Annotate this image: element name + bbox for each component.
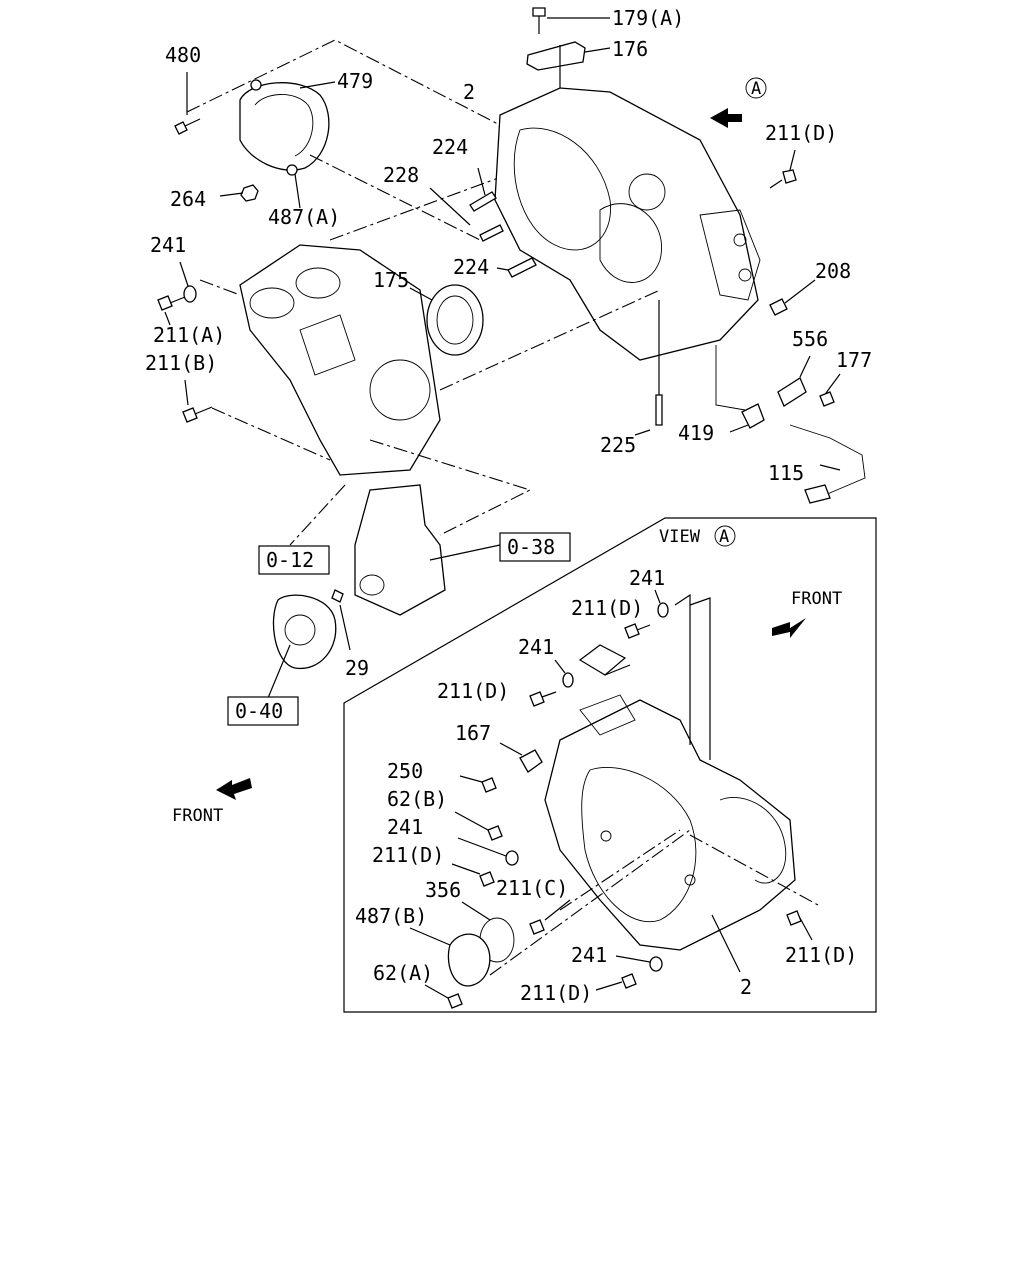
label-224-b: 224 [453, 255, 489, 279]
label-v211d-bottom: 211(D) [520, 981, 592, 1005]
label-view-circle: A [719, 527, 729, 547]
bolt-250-icon [459, 775, 497, 793]
ref-box-0-38 [499, 532, 571, 562]
stud-228-icon [429, 187, 504, 242]
label-front-right: FRONT [791, 589, 842, 609]
bolt-211d-top-icon [769, 149, 797, 189]
label-2-top: 2 [463, 80, 475, 104]
harness-115-icon [789, 424, 866, 504]
washer-241-b-icon [554, 659, 574, 688]
engine-block-icon [239, 244, 441, 476]
label-v241-b: 241 [518, 635, 554, 659]
bolt-62a-icon [424, 984, 463, 1009]
bolt-211d-c-icon [451, 863, 495, 887]
sensor-419-icon [715, 345, 765, 433]
label-v211d-c: 211(D) [372, 843, 444, 867]
label-ref-0-12: 0-12 [266, 548, 314, 572]
label-v241-d: 241 [571, 943, 607, 967]
arrow-view-a-icon [710, 77, 767, 128]
label-v62a: 62(A) [373, 961, 433, 985]
stud-224-a-icon [469, 167, 497, 212]
bracket-556-icon [777, 355, 811, 407]
bolt-211c-icon [529, 899, 571, 935]
label-v241-c: 241 [387, 815, 423, 839]
bolt-62b-icon [454, 811, 503, 841]
gear-0-40-icon [267, 589, 351, 699]
label-175: 175 [373, 268, 409, 292]
label-211a: 211(A) [153, 323, 225, 347]
label-176: 176 [612, 37, 648, 61]
label-419: 419 [678, 421, 714, 445]
label-front-left: FRONT [172, 806, 223, 826]
label-225: 225 [600, 433, 636, 457]
washer-241-a-icon [654, 589, 669, 618]
front-arrow-left-icon [216, 778, 252, 800]
label-228: 228 [383, 163, 419, 187]
label-556: 556 [792, 327, 828, 351]
label-487a: 487(A) [268, 205, 340, 229]
bracket-176-icon [526, 41, 611, 71]
label-177: 177 [836, 348, 872, 372]
flywheel-housing-2-icon [494, 45, 761, 361]
ref-box-0-40 [227, 696, 299, 726]
label-v211d-b: 211(D) [437, 679, 509, 703]
label-224-a: 224 [432, 135, 468, 159]
washer-241-c-icon [457, 837, 519, 866]
nut-264-icon [219, 184, 259, 202]
cover-487b-icon [409, 927, 491, 987]
label-ref-0-38: 0-38 [507, 535, 555, 559]
bolt-480-icon [174, 72, 201, 135]
bolt-177-icon [819, 373, 841, 407]
cover-487a-icon [239, 79, 336, 209]
label-v211d-a: 211(D) [571, 596, 643, 620]
label-v211d-r: 211(D) [785, 943, 857, 967]
label-208: 208 [815, 259, 851, 283]
label-211b: 211(B) [145, 351, 217, 375]
bolt-211d-bottom-icon [595, 973, 637, 991]
label-v487b: 487(B) [355, 904, 427, 928]
bolt-211d-right-icon [786, 910, 813, 941]
oil-seal-175-icon [409, 284, 484, 356]
label-179a: 179(A) [612, 6, 684, 30]
label-v62b: 62(B) [387, 787, 447, 811]
view-circle-icon [714, 525, 736, 547]
label-v356: 356 [425, 878, 461, 902]
bolt-211d-b-icon [529, 691, 557, 707]
front-arrow-right-icon [772, 618, 806, 638]
bolt-211a-icon [157, 295, 186, 326]
label-v167: 167 [455, 721, 491, 745]
stud-225-icon [634, 300, 663, 436]
label-view-title: VIEW [659, 527, 701, 547]
label-29: 29 [345, 656, 369, 680]
bolt-208-icon [769, 279, 816, 316]
label-v2: 2 [740, 975, 752, 999]
label-v241-a: 241 [629, 566, 665, 590]
label-241-top: 241 [150, 233, 186, 257]
label-v211c: 211(C) [496, 876, 568, 900]
label-115: 115 [768, 461, 804, 485]
label-264: 264 [170, 187, 206, 211]
bolt-211b-icon [182, 379, 213, 423]
bolt-179a-icon [532, 7, 610, 34]
label-479: 479 [337, 69, 373, 93]
ref-box-0-12 [258, 545, 330, 575]
label-v250: 250 [387, 759, 423, 783]
label-480: 480 [165, 43, 201, 67]
cap-167-icon [499, 742, 543, 773]
label-ref-0-40: 0-40 [235, 699, 283, 723]
view-housing-2-icon [544, 694, 796, 973]
label-211d-top: 211(D) [765, 121, 837, 145]
bolt-211d-a-icon [624, 623, 651, 639]
washer-241-top-icon [179, 261, 197, 303]
washer-241-d-icon [615, 955, 663, 972]
pump-0-38-icon [354, 484, 501, 616]
label-view-a-marker: A [751, 79, 761, 99]
stud-224-b-icon [496, 257, 537, 278]
